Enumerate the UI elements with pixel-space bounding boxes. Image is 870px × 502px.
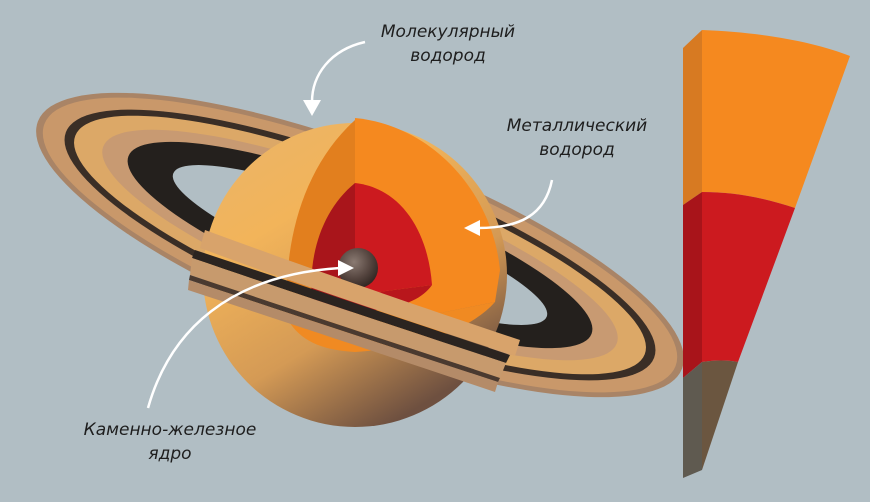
wedge-molecular-front [702, 30, 850, 208]
rock-iron-core [338, 248, 378, 288]
label-molecular-hydrogen: Молекулярный водород [368, 20, 528, 68]
wedge-core-front [702, 360, 738, 470]
label-metallic-hydrogen: Металлический водород [492, 114, 662, 162]
wedge-metallic-side [683, 192, 702, 378]
wedge-metallic-front [702, 192, 795, 362]
ring-front-light [200, 230, 520, 356]
label-core-line2: ядро [148, 444, 192, 464]
label-molecular-line2: водород [410, 46, 486, 66]
arrow-metallic-hydrogen [477, 179, 554, 230]
ring-front-line [189, 275, 500, 382]
ring-front-edge-band [188, 280, 498, 392]
ring-front-dark [192, 250, 510, 363]
wedge-core-side [683, 362, 702, 478]
arrows [146, 40, 554, 409]
arrow-heads [303, 100, 480, 276]
wedge-molecular-side [683, 30, 702, 205]
arrowhead-molecular [303, 100, 321, 116]
label-core-line1: Каменно-железное [83, 420, 257, 440]
arrowhead-core [338, 260, 354, 276]
rings-front [188, 230, 520, 392]
label-molecular-line1: Молекулярный [380, 22, 516, 42]
label-metallic-line2: водород [539, 140, 615, 160]
ring-front-mid [190, 258, 506, 378]
arrow-core [146, 266, 341, 409]
label-metallic-line1: Металлический [506, 116, 648, 136]
arrowhead-metallic [464, 220, 480, 236]
layer-wedge [683, 30, 850, 478]
arrow-molecular-hydrogen [310, 40, 366, 103]
label-rock-iron-core: Каменно-железное ядро [60, 418, 280, 466]
